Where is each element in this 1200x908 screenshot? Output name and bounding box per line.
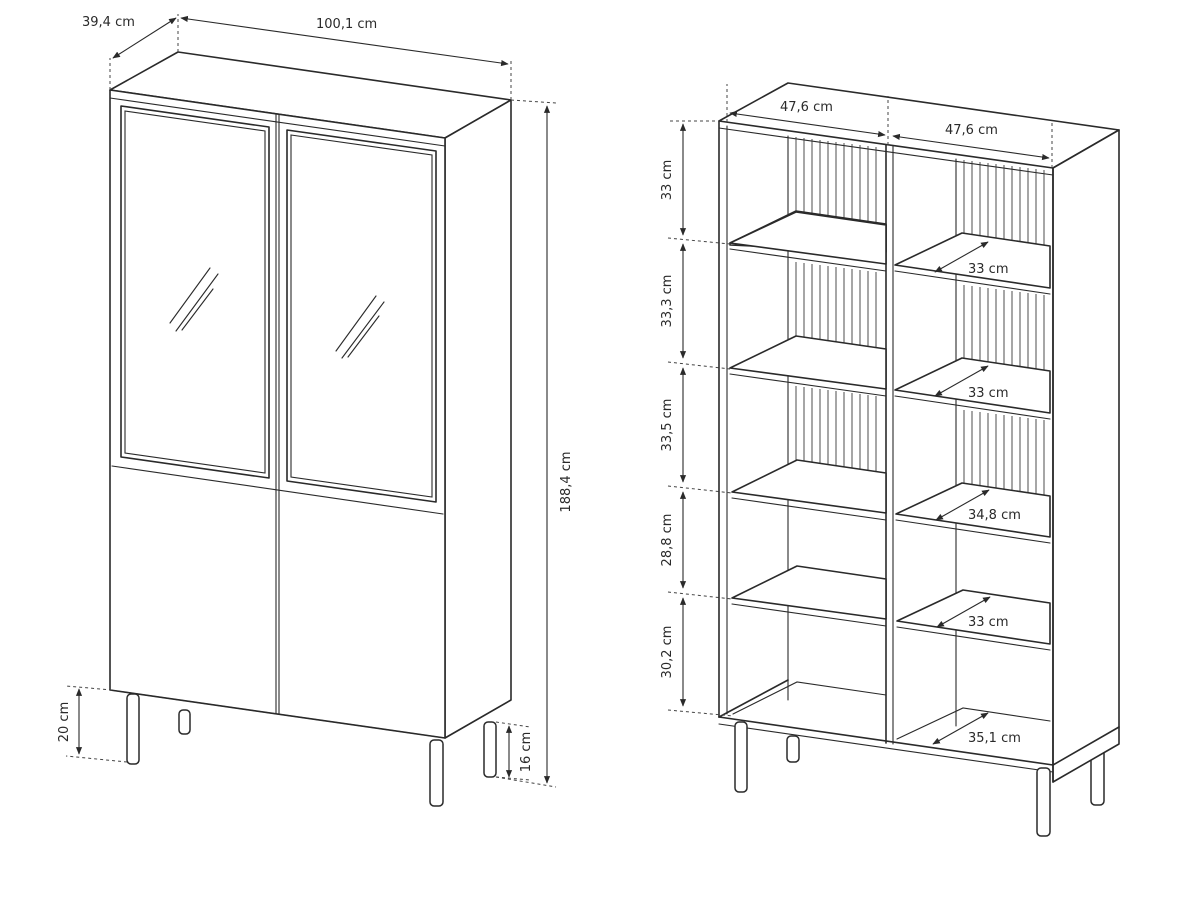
- gap-label: 30,2 cm: [660, 626, 675, 679]
- gap-label: 33 cm: [660, 160, 675, 201]
- leg: [786, 735, 800, 763]
- cabinet-side: [444, 99, 512, 739]
- leg-height-label: 20 cm: [57, 702, 72, 743]
- open-cabinet: [718, 82, 1120, 837]
- leg: [178, 709, 191, 735]
- shelf-depth-label: 33 cm: [968, 262, 1009, 277]
- shelf-depth-label: 34,8 cm: [968, 508, 1021, 523]
- shelf-depth-line: [936, 596, 991, 628]
- slat-panels: [795, 137, 1045, 530]
- shelf-depth-label: 35,1 cm: [968, 731, 1021, 746]
- left-width-dimension-line: [729, 110, 886, 138]
- shelves-right: [894, 232, 1051, 740]
- shelves-left: [729, 210, 887, 715]
- leg: [429, 739, 444, 807]
- width-dimension-line: [180, 15, 509, 67]
- glass-panel-right: [286, 129, 437, 503]
- shelf-depth-line: [934, 241, 989, 273]
- leg: [126, 693, 140, 765]
- right-width-label: 47,6 cm: [945, 123, 998, 138]
- open-cabinet-dimensions: 47,6 cm 47,6 cm 33 cm 33,3 cm 33,5 cm 28…: [660, 84, 1053, 746]
- leg: [1036, 767, 1051, 837]
- gap-label: 28,8 cm: [660, 514, 675, 567]
- width-label: 100,1 cm: [316, 17, 377, 32]
- cabinet-front: [109, 89, 446, 739]
- left-width-label: 47,6 cm: [780, 100, 833, 115]
- leg: [483, 721, 497, 778]
- shelf-depth-label: 33 cm: [968, 615, 1009, 630]
- glass-panel-left: [120, 105, 270, 479]
- right-width-dimension-line: [892, 133, 1050, 161]
- depth-dimension-line: [112, 17, 177, 59]
- cabinet-side: [1052, 129, 1120, 783]
- height-label: 188,4 cm: [559, 451, 574, 512]
- leg: [734, 721, 748, 793]
- gap-label: 33,3 cm: [660, 275, 675, 328]
- gap-label: 33,5 cm: [660, 399, 675, 452]
- shelf-depth-line: [934, 365, 989, 397]
- closed-cabinet-dimensions: 39,4 cm 100,1 cm 188,4 cm 20 cm 16 cm: [57, 14, 574, 788]
- clearance-label: 16 cm: [519, 732, 534, 773]
- shelf-depth-line: [932, 712, 989, 745]
- shelf-depth-line: [935, 489, 990, 521]
- depth-label: 39,4 cm: [82, 15, 135, 30]
- cabinet-top: [718, 82, 1120, 169]
- shelf-depth-label: 33 cm: [968, 386, 1009, 401]
- closed-cabinet: [109, 51, 512, 807]
